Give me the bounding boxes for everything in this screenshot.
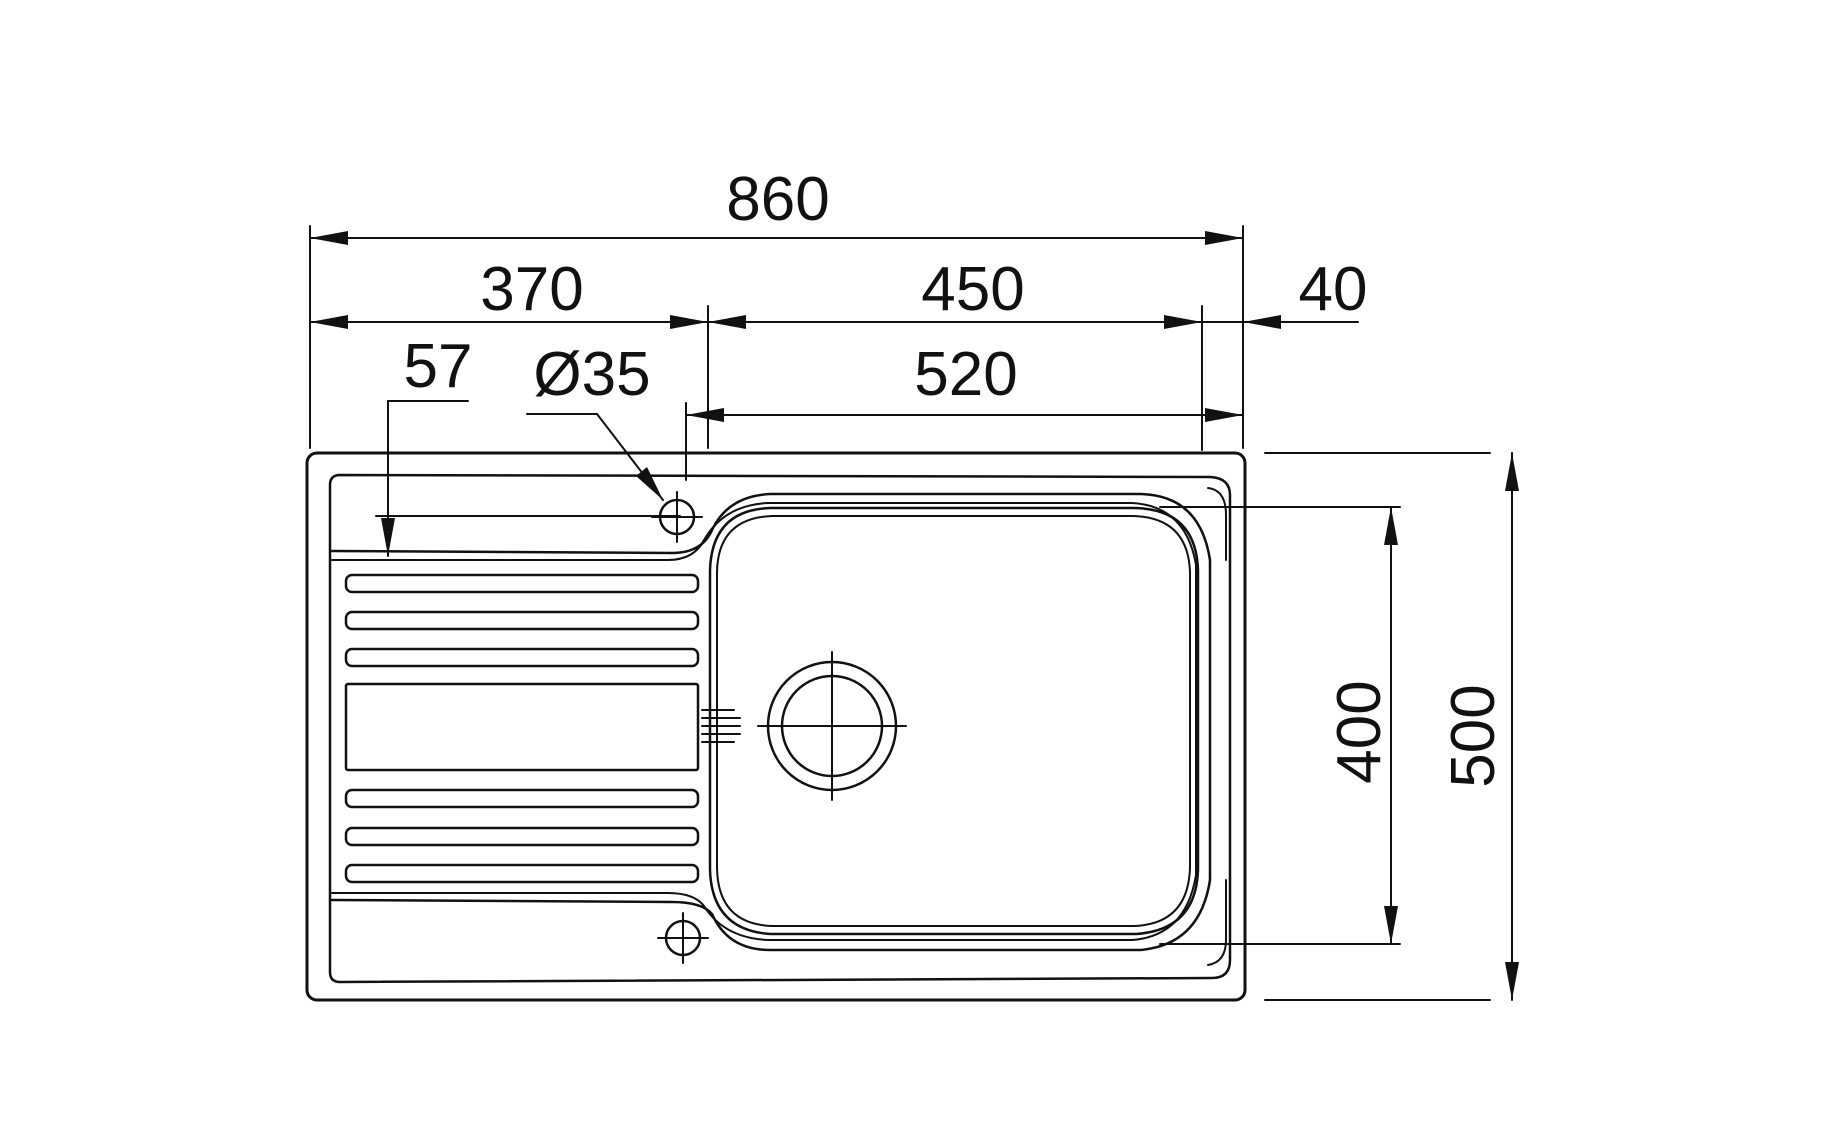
- sink-outer-rim: [305, 451, 1247, 1002]
- overflow-slots: [701, 709, 741, 743]
- sink-inner-rim: [328, 473, 1232, 984]
- tap-hole-top: [651, 491, 703, 543]
- dim-line-bowl-offset: [685, 408, 1244, 422]
- drainer-groove: [344, 788, 700, 809]
- dim-line-overall-length: [309, 231, 1244, 245]
- dim-rim-right-label: 40: [1299, 255, 1368, 324]
- rim-corner-top: [1207, 487, 1227, 561]
- dim-line-rim-right: [1201, 315, 1359, 329]
- tap-hole-bottom: [657, 912, 709, 964]
- drainer-groove: [344, 826, 700, 847]
- dim-bowl-offset-label: 520: [914, 340, 1017, 409]
- drainer-groove: [344, 647, 700, 668]
- dim-tap-hole-label: Ø35: [533, 340, 650, 409]
- extension-lines: [309, 225, 1491, 1001]
- dim-line-drainer-length: [309, 315, 709, 329]
- drainer-groove: [344, 863, 700, 884]
- dim-drainer-length-label: 370: [480, 255, 583, 324]
- rim-corner-bottom: [1207, 879, 1227, 966]
- dim-line-overall-width: [1505, 452, 1519, 1001]
- dim-overall-length-label: 860: [726, 165, 829, 234]
- bowl-outline: [708, 506, 1200, 936]
- drainer-grooves: [344, 573, 700, 884]
- dim-line-tap-hole: [526, 413, 664, 501]
- dim-tap-offset-label: 57: [404, 332, 473, 401]
- dim-overall-width-label: 500: [1439, 684, 1508, 787]
- dim-line-bowl-width: [1384, 506, 1398, 945]
- bowl-outline-inner: [716, 515, 1191, 927]
- drainer-groove: [344, 573, 700, 594]
- drainer-groove-wide: [344, 682, 700, 772]
- dim-line-bowl-length: [707, 315, 1203, 329]
- drainer-boundary-inner: [331, 502, 1197, 941]
- dim-line-tap-offset: [375, 400, 681, 557]
- drainer-groove: [344, 610, 700, 631]
- dim-bowl-width-label: 400: [1325, 680, 1394, 783]
- dim-bowl-length-label: 450: [921, 255, 1024, 324]
- waste-outlet: [757, 651, 907, 801]
